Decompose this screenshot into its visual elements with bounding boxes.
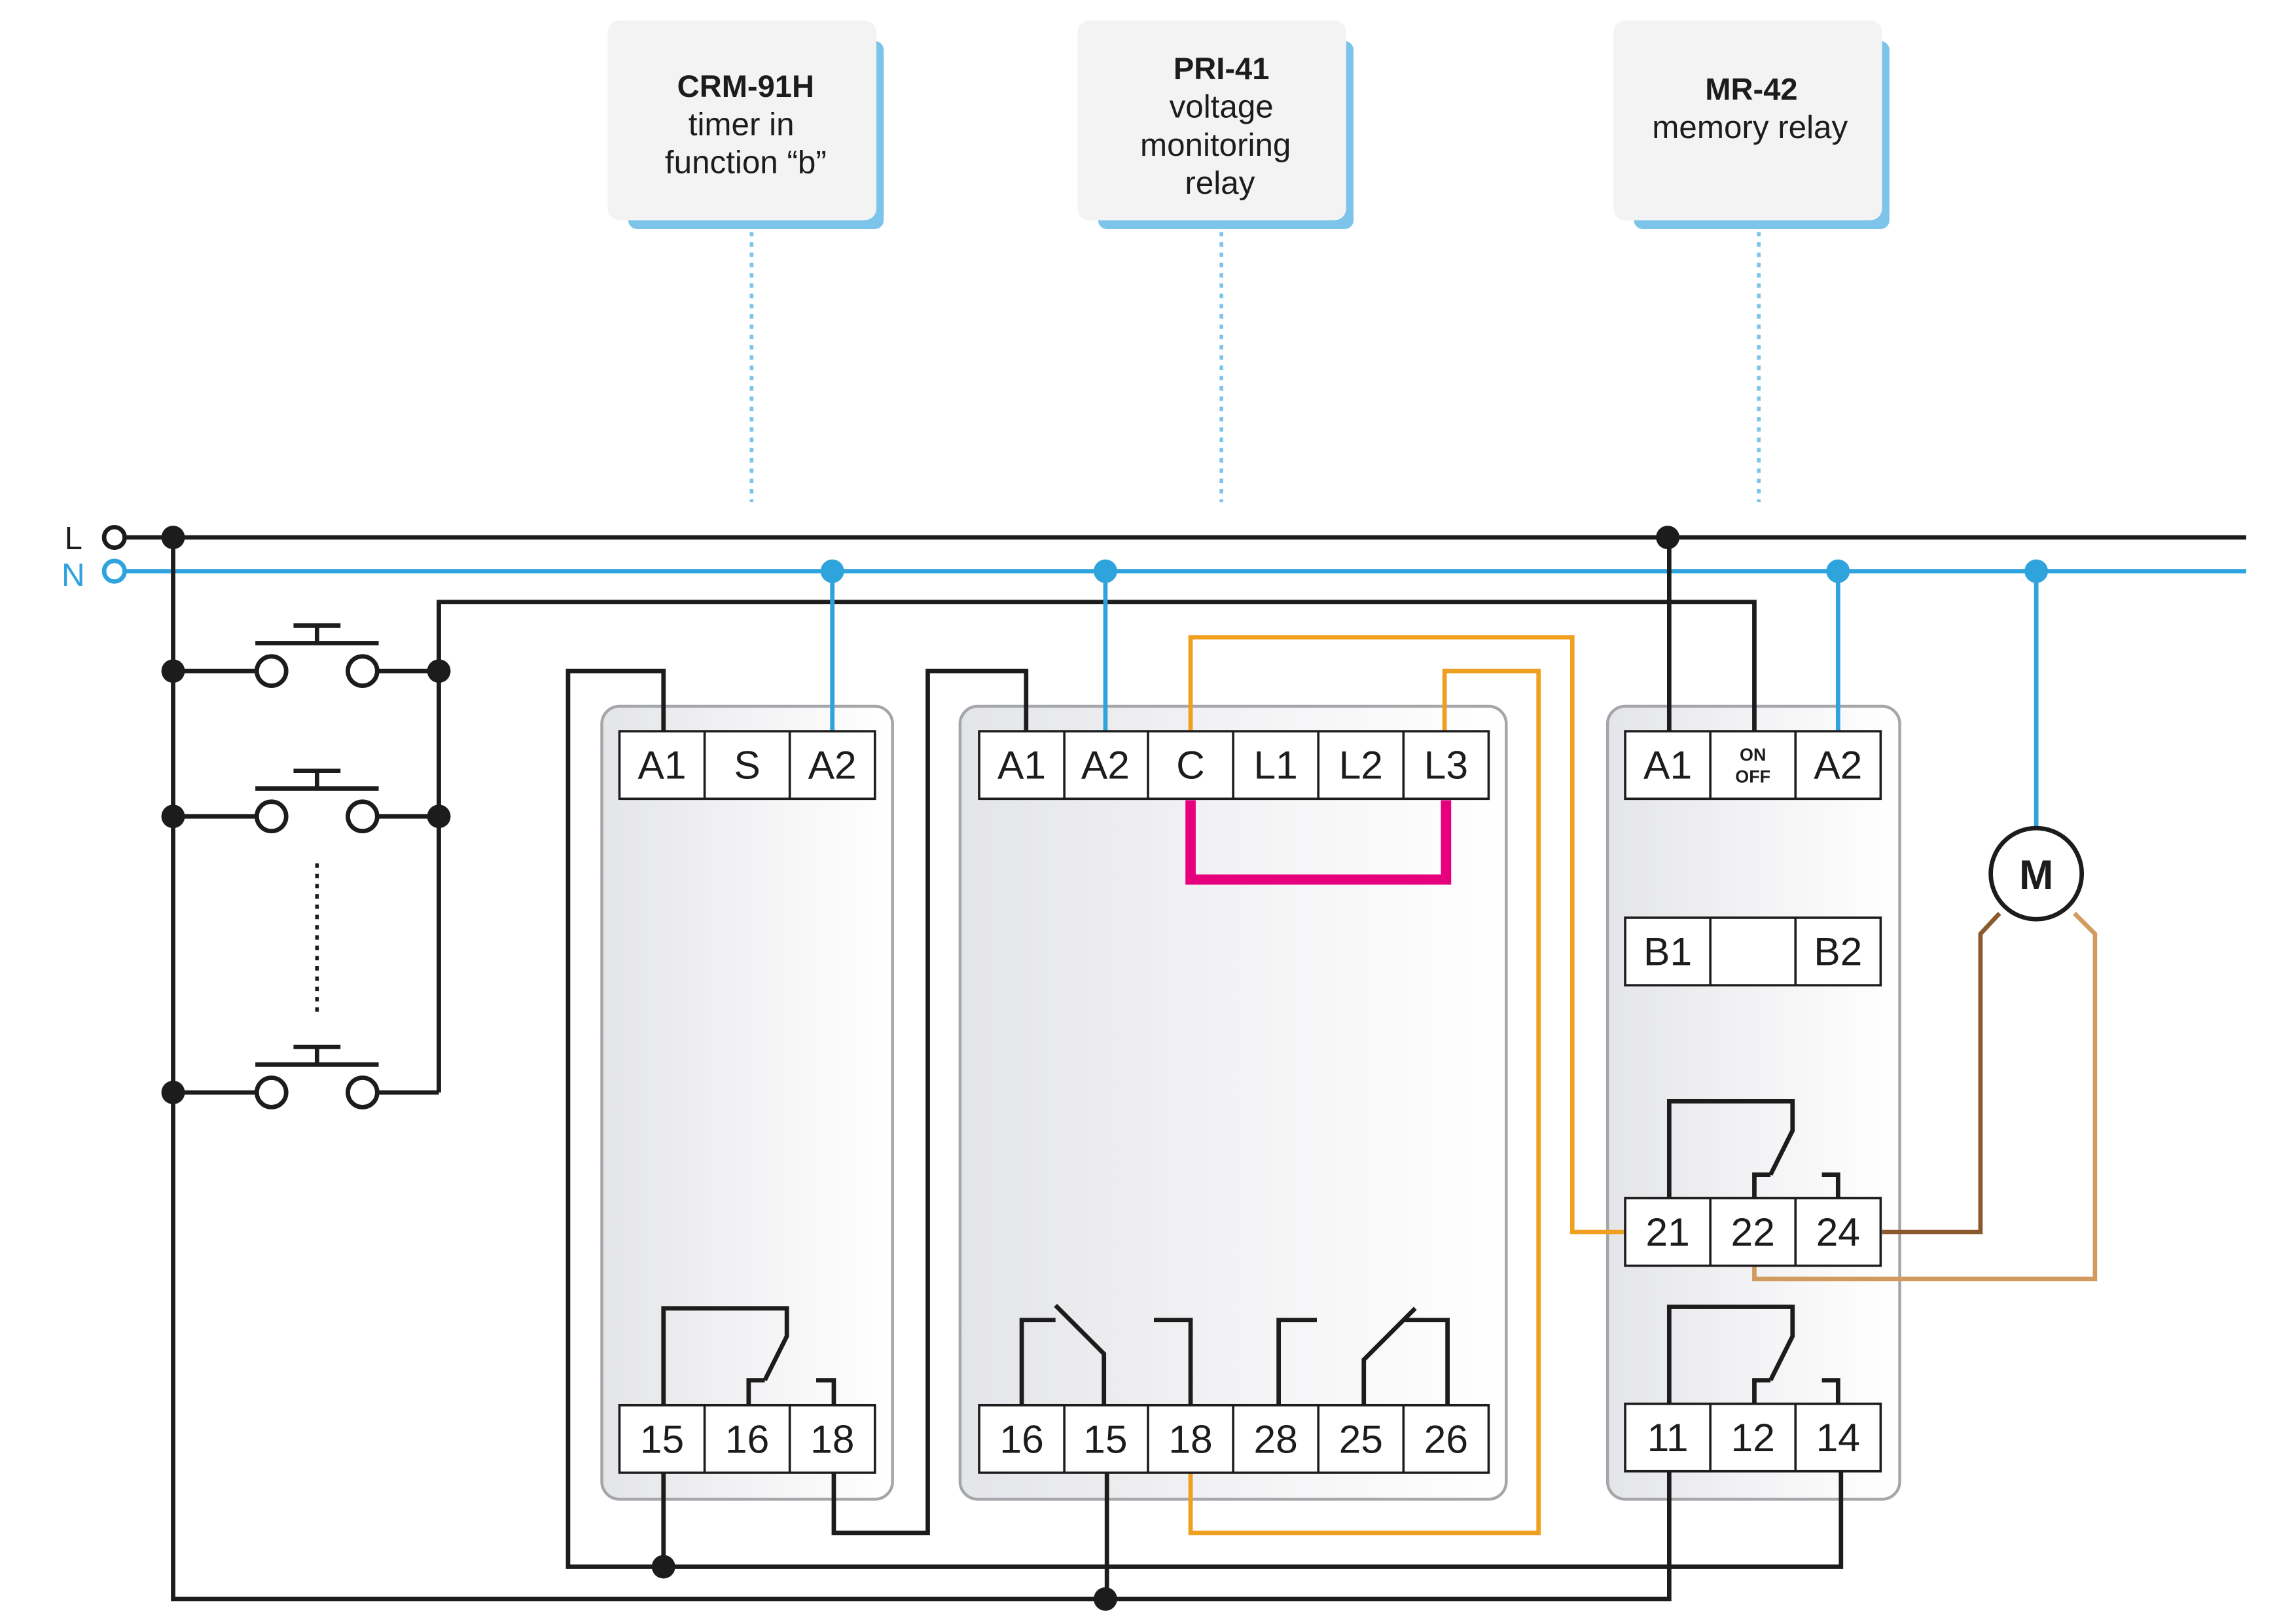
mr-terminal-b1: B1 — [1643, 929, 1692, 974]
orange-wiring — [1188, 635, 1627, 1536]
pri-terminal-l1: L1 — [1253, 743, 1297, 787]
callout-crm: CRM-91H timer in function “b” — [607, 20, 884, 229]
pri-terminal-a1: A1 — [997, 743, 1046, 787]
line-l-label: L — [65, 520, 82, 556]
pri-terminal-15: 15 — [1083, 1416, 1127, 1461]
pri-terminal-l3: L3 — [1424, 743, 1468, 787]
pri-module-body — [958, 704, 1508, 1501]
callout-mr-title: MR-42 — [1705, 72, 1797, 107]
mr-terminal-12: 12 — [1731, 1415, 1775, 1460]
mr-terminal-22: 22 — [1731, 1210, 1775, 1254]
push-button-n — [255, 1045, 380, 1110]
line-n-terminal — [101, 558, 127, 584]
pri-terminal-26: 26 — [1424, 1416, 1468, 1461]
line-l-terminal — [101, 524, 127, 550]
callout-pri: PRI-41 voltage monitoring relay — [1077, 20, 1354, 229]
phase-bridge — [1185, 800, 1452, 885]
push-button-1 — [255, 623, 380, 688]
callout-pri-line1: voltage — [1170, 88, 1274, 124]
push-button-2 — [255, 768, 380, 834]
motor-wire-tan — [1752, 911, 2098, 1282]
callout-crm-title: CRM-91H — [677, 69, 814, 103]
neutral-wiring — [830, 571, 2039, 831]
mr-terminal-on: ON — [1740, 745, 1766, 765]
motor-symbol — [1988, 825, 2085, 922]
pri-terminal-18: 18 — [1168, 1416, 1212, 1461]
contact-symbols — [661, 1099, 1840, 1409]
junction-dots-neutral — [820, 559, 2049, 583]
mr-terminal-a2: A2 — [1814, 743, 1862, 787]
callout-pri-title: PRI-41 — [1174, 51, 1270, 86]
crm-terminal-16: 16 — [725, 1416, 769, 1461]
line-n-label: N — [62, 557, 85, 593]
pri-terminal-l2: L2 — [1339, 743, 1383, 787]
crm-terminal-s: S — [734, 743, 760, 787]
mr-terminal-11: 11 — [1647, 1415, 1689, 1460]
crm-module-body — [600, 704, 894, 1501]
pri-terminal-25: 25 — [1339, 1416, 1383, 1461]
mr-terminal-off: OFF — [1735, 767, 1770, 787]
mr-terminal-14: 14 — [1816, 1415, 1860, 1460]
motor-wire-brown — [1882, 911, 2001, 1235]
mr-top-terminals: A1 ON OFF A2 — [1624, 730, 1882, 801]
callout-crm-line2: function “b” — [665, 145, 827, 181]
pri-terminal-c: C — [1176, 743, 1205, 787]
mr-contact2-terminals: 21 22 24 — [1624, 1197, 1882, 1267]
mr-terminal-21: 21 — [1645, 1210, 1689, 1254]
callout-pri-line3: relay — [1185, 165, 1255, 201]
mr-terminal-24: 24 — [1816, 1210, 1860, 1254]
pri-terminal-28: 28 — [1253, 1416, 1297, 1461]
junction-dots-black — [161, 526, 1680, 1611]
callout-mr: MR-42 memory relay — [1613, 20, 1890, 229]
mr-mid-terminals: B1 B2 — [1624, 916, 1882, 986]
crm-terminal-18: 18 — [810, 1416, 854, 1461]
crm-top-terminals: A1 S A2 — [618, 730, 876, 801]
crm-terminal-a1: A1 — [637, 743, 686, 787]
mr-terminal-b2: B2 — [1814, 929, 1862, 974]
callout-crm-line1: timer in — [689, 106, 795, 142]
pri-terminal-a2: A2 — [1081, 743, 1130, 787]
motor-label: M — [2019, 852, 2053, 898]
pri-bottom-terminals: 16 15 18 28 25 26 — [978, 1403, 1490, 1474]
crm-bottom-terminals: 15 16 18 — [618, 1403, 876, 1474]
crm-terminal-15: 15 — [640, 1416, 684, 1461]
callout-pri-line2: monitoring — [1140, 127, 1291, 163]
pri-top-terminals: A1 A2 C L1 L2 L3 — [978, 730, 1490, 801]
callout-mr-line1: memory relay — [1652, 109, 1848, 145]
crm-terminal-a2: A2 — [808, 743, 857, 787]
mr-contact1-terminals: 11 12 14 — [1624, 1402, 1882, 1473]
pri-terminal-16: 16 — [999, 1416, 1043, 1461]
mr-terminal-a1: A1 — [1643, 743, 1692, 787]
